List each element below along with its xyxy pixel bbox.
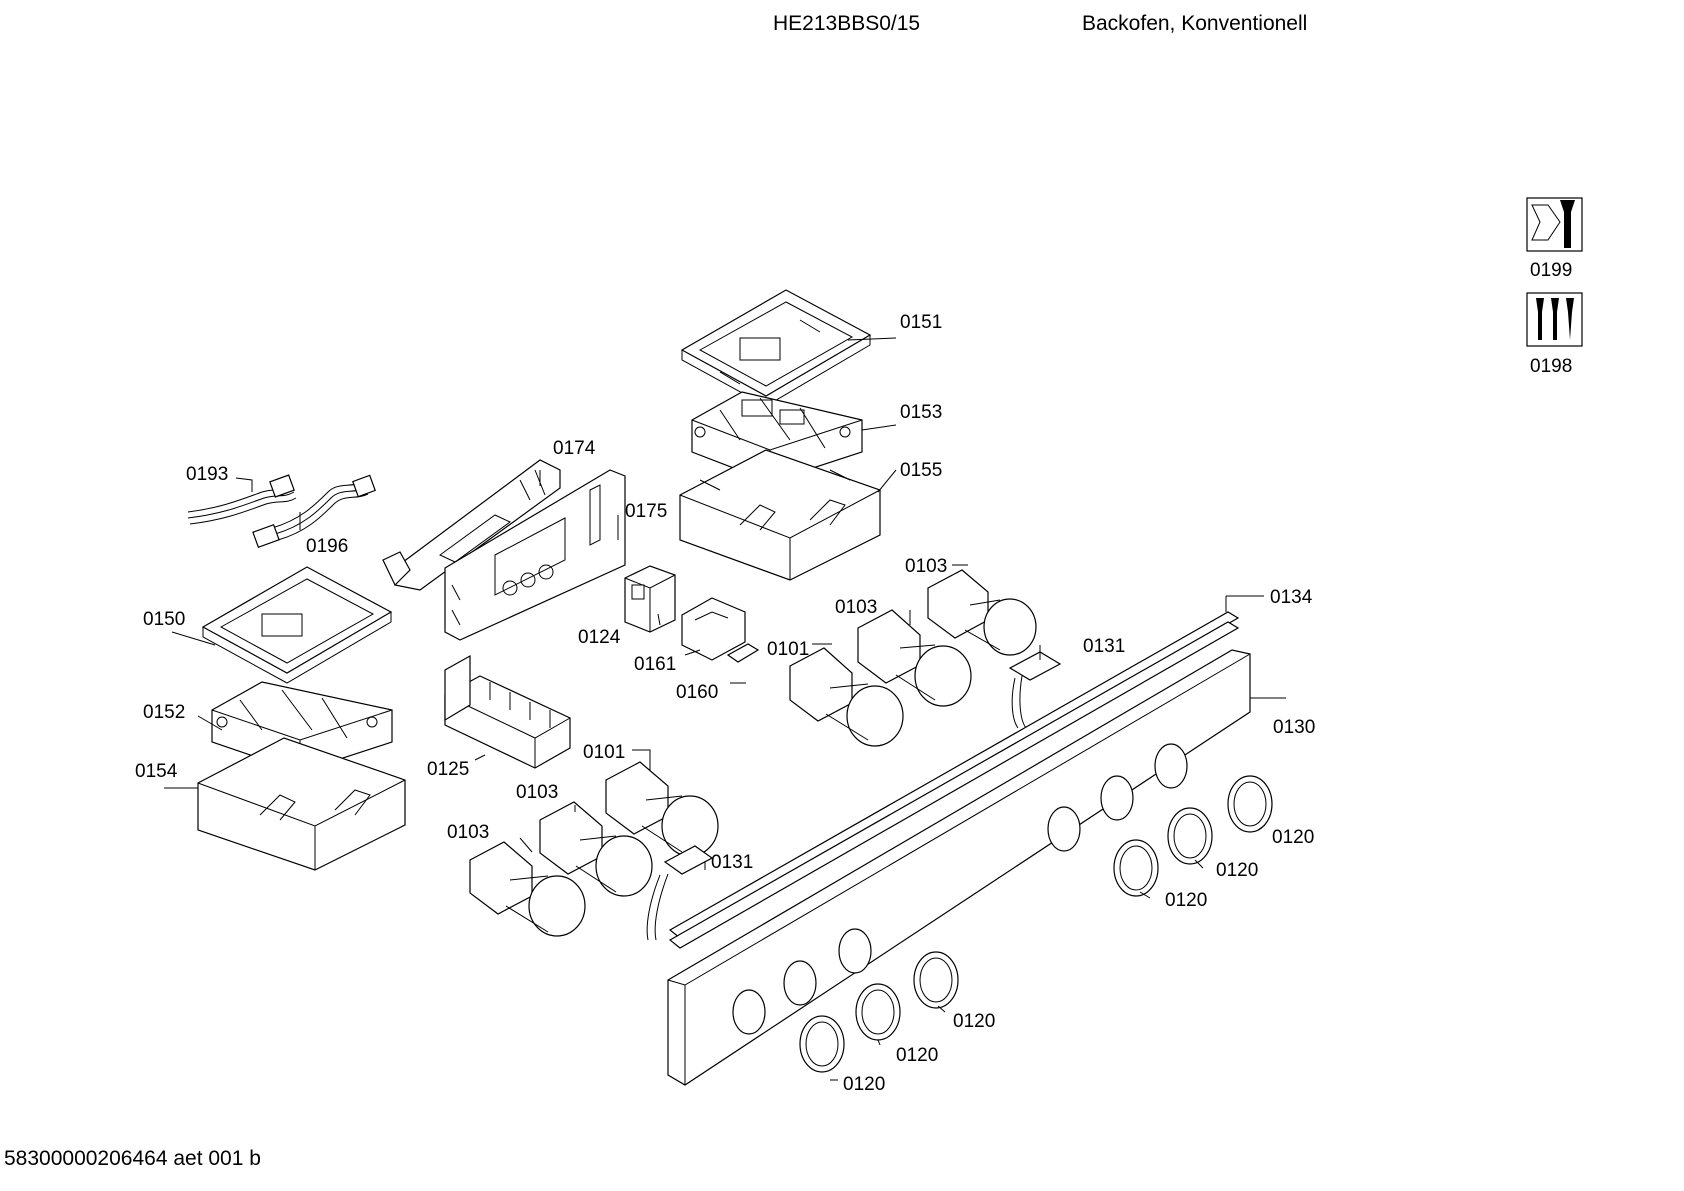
signal-lamp[interactable]	[726, 643, 760, 663]
knob-ring-right-3[interactable]	[1113, 839, 1159, 897]
screws-icon-label: 0198	[1530, 356, 1572, 377]
knob-ring-left-1[interactable]	[913, 951, 959, 1009]
label-0120-left-2: 0120	[896, 1045, 938, 1066]
switch-housing-lower[interactable]	[197, 737, 406, 871]
lamp-cable-left[interactable]	[646, 845, 714, 941]
label-0103-right-top: 0103	[905, 556, 947, 577]
rotary-switch-right-low[interactable]	[789, 647, 904, 747]
label-0161: 0161	[634, 654, 676, 675]
tool-icon[interactable]	[1526, 197, 1583, 252]
label-0103-left-low: 0103	[447, 822, 489, 843]
knob-ring-right-1[interactable]	[1227, 775, 1273, 833]
label-0130: 0130	[1273, 717, 1315, 738]
appliance-description: Backofen, Konventionell	[1082, 12, 1308, 35]
label-0103-right-mid: 0103	[835, 597, 877, 618]
label-0134: 0134	[1270, 587, 1313, 608]
label-0152: 0152	[143, 702, 185, 723]
terminal-block[interactable]	[444, 654, 571, 769]
switch-housing-upper[interactable]	[679, 449, 881, 581]
rotary-switch-left-mid[interactable]	[539, 801, 653, 897]
label-0131-right: 0131	[1083, 636, 1125, 657]
rotary-switch-left-low[interactable]	[469, 841, 586, 937]
label-0155: 0155	[900, 460, 942, 481]
rotary-switch-left-top[interactable]	[605, 761, 719, 857]
label-0196: 0196	[306, 536, 348, 557]
tool-icon-label: 0199	[1530, 260, 1572, 281]
panel-trim-strip[interactable]	[668, 611, 1240, 949]
label-0101-right: 0101	[767, 639, 809, 660]
label-0103-left-top: 0103	[516, 782, 558, 803]
lamp-cable-right[interactable]	[1008, 651, 1062, 729]
signal-lamp-holder[interactable]	[681, 597, 746, 661]
label-0193: 0193	[186, 464, 228, 485]
label-0120-left-3: 0120	[843, 1074, 885, 1095]
label-0120-right-1: 0120	[1272, 827, 1314, 848]
thermostat-switch[interactable]	[624, 565, 676, 633]
label-0124: 0124	[578, 627, 621, 648]
label-0101-left: 0101	[583, 742, 625, 763]
label-0150: 0150	[143, 609, 185, 630]
cable-harness-2[interactable]	[252, 474, 376, 549]
label-0120-left-1: 0120	[953, 1011, 995, 1032]
leader-lines	[164, 337, 1286, 1081]
label-0153: 0153	[900, 402, 942, 423]
knob-ring-right-2[interactable]	[1167, 807, 1213, 865]
control-module-board[interactable]	[382, 459, 561, 591]
label-0175: 0175	[625, 501, 667, 522]
switch-block-upper[interactable]	[691, 391, 863, 483]
label-0151: 0151	[900, 312, 942, 333]
switch-frame-upper[interactable]	[680, 289, 872, 407]
screws-icon[interactable]	[1526, 292, 1583, 347]
label-0125: 0125	[427, 759, 469, 780]
control-module-frame[interactable]	[444, 469, 626, 641]
label-0154: 0154	[135, 761, 178, 782]
knob-ring-left-3[interactable]	[799, 1015, 845, 1073]
switch-frame-lower[interactable]	[201, 566, 393, 684]
control-panel-fascia[interactable]	[667, 649, 1251, 1086]
rotary-switch-right-mid[interactable]	[857, 609, 972, 707]
cable-harness-1[interactable]	[187, 474, 297, 525]
label-0174: 0174	[553, 438, 596, 459]
knob-ring-left-2[interactable]	[855, 983, 901, 1041]
label-0120-right-2: 0120	[1216, 860, 1258, 881]
document-code: 58300000206464 aet 001 b	[4, 1147, 261, 1170]
label-0120-right-3: 0120	[1165, 890, 1207, 911]
model-number: HE213BBS0/15	[773, 12, 921, 35]
label-0131-left: 0131	[711, 852, 753, 873]
rotary-switch-right-top[interactable]	[927, 569, 1037, 656]
label-0160: 0160	[676, 682, 718, 703]
